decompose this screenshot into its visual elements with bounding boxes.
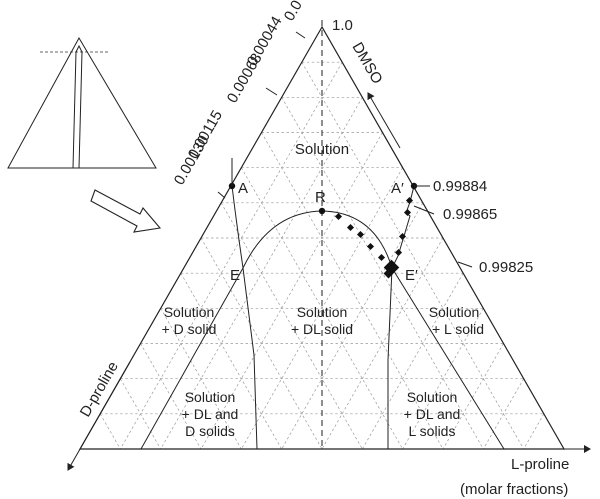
curve-A-E (231, 185, 244, 269)
region-d-solid-line1: Solution (164, 304, 215, 320)
data-point (334, 212, 343, 221)
grid-line (241, 167, 403, 450)
tick-0.0: 0.0 (281, 0, 306, 24)
grid-line (362, 272, 464, 450)
grid-line (261, 132, 444, 450)
l-proline-label: L-proline (511, 456, 569, 473)
region-dl-l-line2: + DL and (404, 406, 461, 422)
grid-line (402, 308, 484, 450)
tick-0.99865: 0.99865 (443, 206, 497, 223)
d-proline-label: D-proline (77, 359, 122, 420)
region-l-solid-line1: Solution (429, 304, 480, 320)
dmso-axis-arrow (367, 92, 401, 149)
molar-fractions-label: (molar fractions) (460, 481, 568, 498)
grid-line (200, 132, 383, 450)
region-dl-d-line3: D solids (185, 423, 235, 439)
region-dl-d-line2: + DL and (182, 406, 239, 422)
point-R (318, 207, 326, 215)
region-dl-solid-line2: + DL solid (291, 321, 353, 337)
boundary-D-ray (140, 267, 244, 450)
inset-triangle (7, 36, 157, 169)
apex-value: 1.0 (332, 17, 353, 34)
label-R: R (315, 189, 326, 206)
grid-line (99, 413, 121, 450)
data-point (346, 223, 355, 232)
region-solution: Solution (295, 141, 349, 158)
data-point (383, 268, 394, 279)
right-tick-lines (413, 185, 473, 268)
left-tick-lines (217, 31, 306, 199)
region-dl-l-line1: Solution (407, 389, 458, 405)
curve-E-R-Eprime (242, 210, 393, 269)
dmso-label: DMSO (349, 40, 386, 87)
grid-line (281, 202, 424, 450)
region-dl-l-line3: L solids (409, 423, 456, 439)
label-Eprime: E′ (405, 267, 418, 284)
data-point (398, 232, 407, 241)
label-Aprime: A′ (391, 180, 404, 197)
data-point (394, 248, 403, 257)
grid-line (442, 343, 504, 450)
region-dl-d-line1: Solution (185, 389, 236, 405)
grid-line (120, 61, 343, 450)
region-l-solid-line2: + L solid (432, 321, 484, 337)
region-dl-solid-line1: Solution (297, 304, 348, 320)
data-point (377, 253, 386, 262)
grid-line (301, 61, 524, 450)
boundary-L-solid (387, 267, 393, 449)
boundary-L-ray (391, 267, 505, 450)
data-point (356, 230, 365, 239)
tick-0.99884: 0.99884 (433, 178, 487, 195)
boundary-D-solid (242, 267, 258, 450)
grid-line (220, 202, 363, 450)
left-axis-arrow (67, 361, 131, 471)
region-d-solid-line2: + D solid (162, 321, 217, 337)
grid-line (180, 272, 282, 450)
label-A: A (238, 180, 248, 197)
tick-0.99825: 0.99825 (479, 259, 533, 276)
data-point (403, 208, 412, 217)
data-point (366, 242, 375, 251)
zoom-arrow-icon (90, 189, 162, 233)
data-point (405, 196, 414, 205)
label-E: E (230, 267, 240, 284)
grid-line (523, 413, 545, 450)
